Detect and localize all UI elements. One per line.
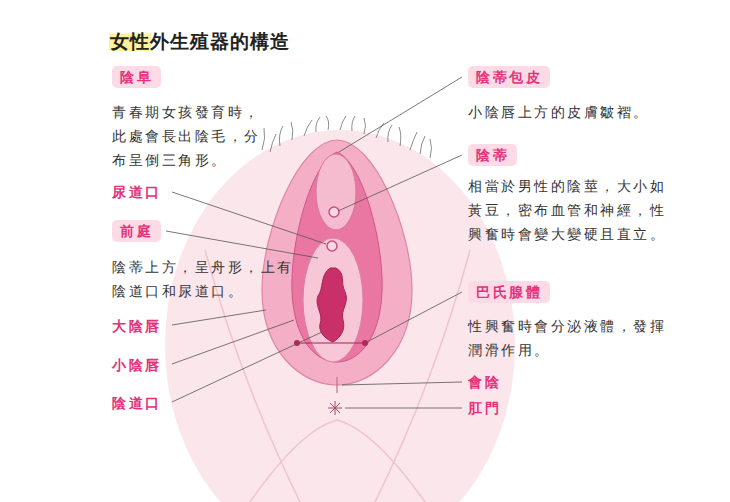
part-heading: 陰蒂包皮: [476, 69, 542, 85]
part-heading: 陰蒂: [476, 147, 509, 163]
part-name: 大陰唇: [112, 316, 162, 336]
diagram-title: 女性外生殖器的構造: [110, 28, 290, 54]
part-name: 會陰: [468, 372, 501, 392]
labia-minora: [292, 152, 382, 362]
leader-lines: [166, 77, 462, 408]
clitoris: [329, 207, 339, 217]
anus-symbol: [328, 401, 342, 415]
part-name: 尿道口: [112, 182, 162, 202]
part-heading-box: 陰蒂包皮: [468, 66, 550, 88]
part-heading: 前庭: [120, 223, 153, 239]
part-name: 小陰唇: [112, 355, 162, 375]
part-name: 肛門: [468, 398, 501, 418]
part-heading-box: 巴氏腺體: [468, 281, 550, 303]
part-heading-box: 陰阜: [112, 66, 161, 88]
skin-area: [165, 130, 515, 502]
description-text: 性興奮時會分泌液體，發揮潤滑作用。: [468, 314, 680, 362]
part-heading-box: 前庭: [112, 220, 161, 242]
clitoral-hood: [316, 154, 356, 230]
description-text: 小陰唇上方的皮膚皺褶。: [468, 100, 708, 124]
leader-line: [297, 343, 365, 344]
part-name: 陰道口: [112, 393, 162, 413]
description-text: 陰蒂上方，呈舟形，上有陰道口和尿道口。: [112, 255, 294, 303]
part-heading: 陰阜: [120, 69, 153, 85]
perineum-mark: [336, 377, 337, 393]
urethral-opening: [327, 241, 337, 251]
description-text: 相當於男性的陰莖，大小如黃豆，密布血管和神經，性興奮時會變大變硬且直立。: [468, 174, 680, 246]
part-heading-box: 陰蒂: [468, 144, 517, 166]
vaginal-opening: [317, 268, 346, 342]
description-text: 青春期女孩發育時，此處會長出陰毛，分布呈倒三角形。: [112, 100, 274, 172]
buttock-crease: [250, 420, 425, 502]
part-heading: 巴氏腺體: [476, 284, 542, 300]
